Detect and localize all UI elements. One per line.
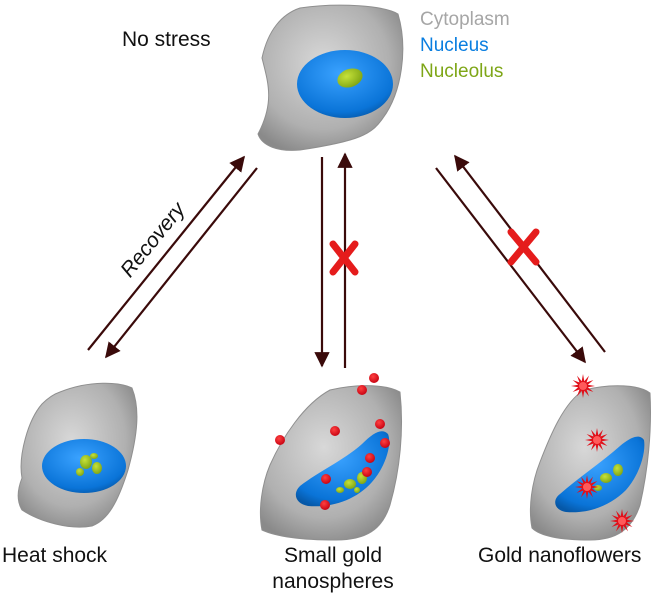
legend-nucleolus: Nucleolus <box>420 61 504 82</box>
legend-nucleus: Nucleus <box>420 35 489 56</box>
nucleus-shape <box>555 436 645 513</box>
cell-small-gold-nanospheres <box>259 373 403 541</box>
gold-nanoflowers-label: Gold nanoflowers <box>478 544 642 567</box>
arrow-no-stress-to-heat-shock <box>105 167 258 359</box>
nucleus-shape <box>295 431 390 507</box>
heat-shock-label: Heat shock <box>2 544 108 567</box>
small-gold-label-line2: nanospheres <box>272 570 394 593</box>
nucleolus-fragments <box>76 453 102 476</box>
cell-gold-nanoflowers <box>529 374 652 541</box>
gold-nanoflowers <box>571 374 634 533</box>
cytoplasm-shape <box>259 385 403 541</box>
block-mark-nanoflowers <box>507 228 540 266</box>
gold-nanospheres <box>275 373 390 510</box>
nanoflower-core <box>579 382 587 390</box>
small-gold-label-line1: Small gold <box>283 544 383 567</box>
nanoflower-core <box>618 517 626 525</box>
no-stress-label: No stress <box>122 28 211 51</box>
arrow-recovery-to-no-stress <box>87 155 245 351</box>
legend-cytoplasm: Cytoplasm <box>420 9 510 30</box>
nucleolus-shape <box>337 68 363 88</box>
nucleolus-fragments <box>336 472 367 493</box>
nanoflower-core <box>583 483 591 491</box>
nanoflower-core <box>593 436 601 444</box>
block-mark-nanospheres <box>329 240 359 276</box>
cell-no-stress <box>257 4 404 151</box>
cell-heat-shock <box>17 382 138 528</box>
